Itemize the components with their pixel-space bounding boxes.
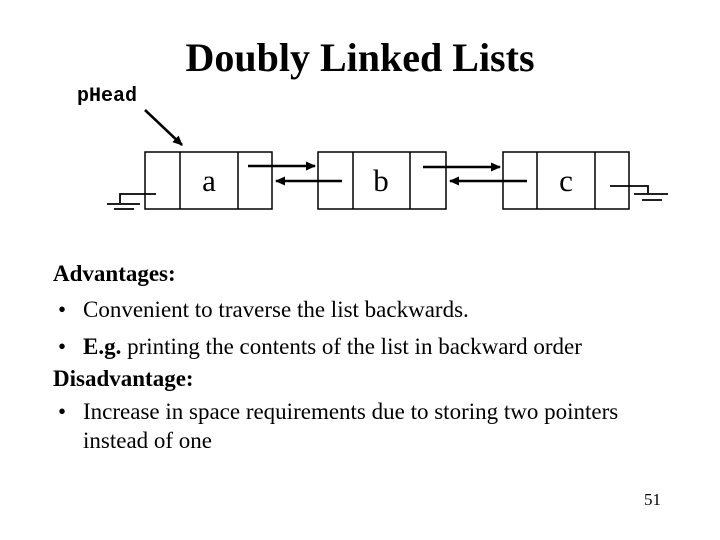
bullet-icon: • bbox=[58, 334, 67, 359]
list-item: • Increase in space requirements due to … bbox=[53, 397, 673, 455]
body-text: Advantages: • Convenient to traverse the… bbox=[53, 259, 673, 455]
node-a-box bbox=[144, 151, 273, 210]
head-pointer-label: pHead bbox=[77, 85, 138, 108]
null-ground-icon-left bbox=[107, 193, 156, 210]
ground-right-stem bbox=[610, 185, 649, 193]
bullet-body: printing the contents of the list in bac… bbox=[121, 334, 582, 359]
advantages-heading: Advantages: bbox=[53, 261, 176, 286]
list-item: • Convenient to traverse the list backwa… bbox=[53, 295, 673, 324]
bullet-text: Increase in space requirements due to st… bbox=[83, 399, 618, 453]
node-c-label: c bbox=[559, 163, 573, 198]
disadvantage-heading: Disadvantage: bbox=[53, 366, 194, 391]
bullet-bold-prefix: E.g. bbox=[83, 334, 122, 359]
page-number: 51 bbox=[644, 490, 661, 509]
node-a: a bbox=[144, 151, 273, 210]
bullet-body: Increase in space requirements due to st… bbox=[83, 399, 619, 453]
bullet-icon: • bbox=[58, 297, 67, 322]
phead-arrow bbox=[144, 109, 183, 146]
null-ground-icon-right bbox=[610, 185, 668, 201]
doubly-linked-list-diagram: a b c bbox=[107, 109, 668, 210]
node-a-label: a bbox=[202, 163, 216, 198]
bullet-icon: • bbox=[58, 399, 67, 424]
list-item: • E.g. printing the contents of the list… bbox=[53, 332, 673, 361]
slide-title: Doubly Linked Lists bbox=[185, 35, 535, 80]
bullet-text: Convenient to traverse the list backward… bbox=[83, 297, 469, 322]
ground-left-stem bbox=[119, 193, 156, 203]
node-b-label: b bbox=[373, 163, 389, 198]
node-b: b bbox=[317, 151, 447, 210]
bullet-body: Convenient to traverse the list backward… bbox=[83, 297, 469, 322]
bullet-text: E.g. printing the contents of the list i… bbox=[83, 334, 582, 359]
